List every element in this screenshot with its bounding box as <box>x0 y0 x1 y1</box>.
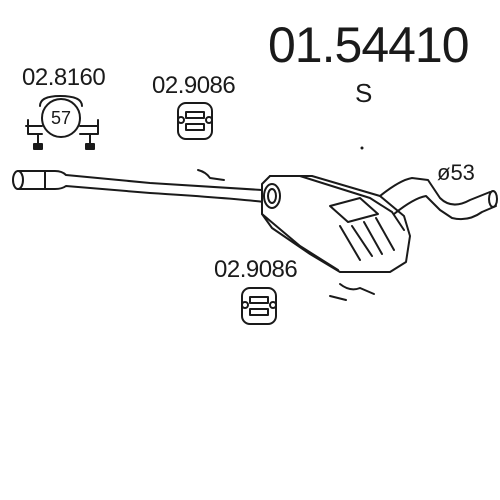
clamp-size-label: 57 <box>51 108 71 128</box>
clamp-part-code: 02.8160 <box>22 64 106 91</box>
rubber-mount-icon <box>241 287 277 325</box>
clamp-icon: 57 <box>25 95 99 150</box>
muffler <box>261 175 411 301</box>
part-number: 01.54410 <box>268 17 470 73</box>
pipe-diameter-label: ø53 <box>437 160 475 185</box>
marker-dot <box>360 146 364 150</box>
variant-label: S <box>355 78 373 108</box>
mount-part-code-bottom: 02.9086 <box>214 256 298 283</box>
rubber-mount-icon <box>177 102 213 140</box>
front-pipe <box>12 169 265 203</box>
rear-pipe <box>379 177 498 221</box>
mount-part-code-top: 02.9086 <box>152 72 236 99</box>
